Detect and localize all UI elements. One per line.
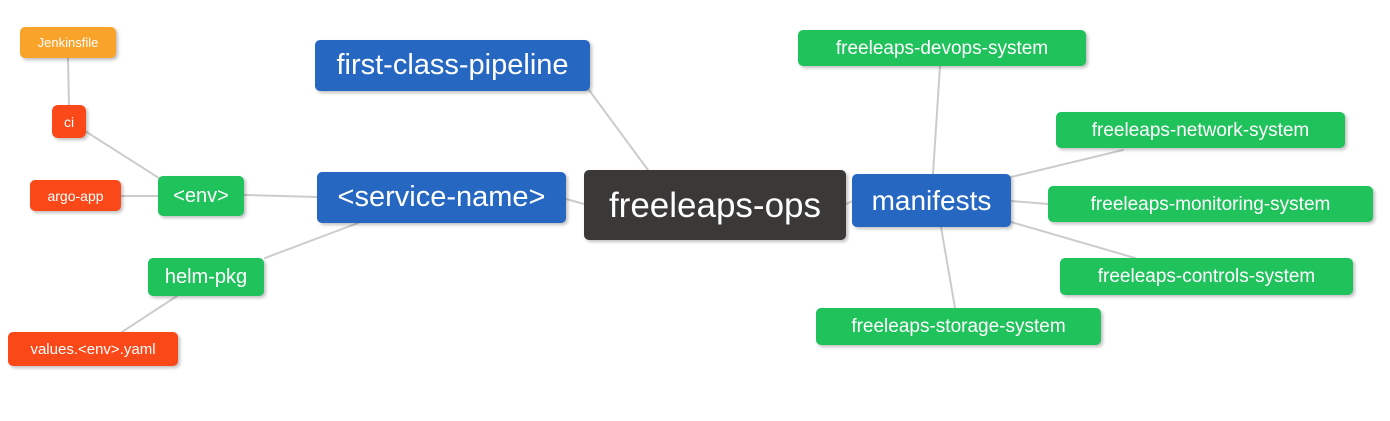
node-env[interactable]: <env>	[158, 176, 244, 216]
edge-service-helm	[264, 222, 359, 259]
edge-fcp-root	[588, 89, 649, 171]
edge-jenkinsfile-ci	[67, 57, 70, 106]
node-values-env-yaml[interactable]: values.<env>.yaml	[8, 332, 178, 366]
edge-helm-values	[121, 295, 178, 333]
node-ci[interactable]: ci	[52, 105, 86, 138]
edge-service-root	[565, 198, 585, 205]
node-freeleaps-controls-system[interactable]: freeleaps-controls-system	[1060, 258, 1353, 295]
edge-manifests-controls	[1010, 221, 1136, 259]
node-first-class-pipeline[interactable]: first-class-pipeline	[315, 40, 590, 91]
edge-manifests-monitoring	[1010, 200, 1049, 205]
node-helm-pkg[interactable]: helm-pkg	[148, 258, 264, 296]
node-freeleaps-storage-system[interactable]: freeleaps-storage-system	[816, 308, 1101, 345]
node-freeleaps-network-system[interactable]: freeleaps-network-system	[1056, 112, 1345, 148]
edge-manifests-storage	[940, 226, 956, 309]
edge-manifests-network	[1010, 149, 1124, 178]
node-freeleaps-ops-root[interactable]: freeleaps-ops	[584, 170, 846, 240]
edge-manifests-devops	[932, 65, 941, 175]
edge-env-service	[243, 194, 318, 198]
node-jenkinsfile[interactable]: Jenkinsfile	[20, 27, 116, 58]
edge-ci-env	[84, 130, 163, 181]
node-argo-app[interactable]: argo-app	[30, 180, 121, 211]
node-freeleaps-devops-system[interactable]: freeleaps-devops-system	[798, 30, 1086, 66]
node-service-name[interactable]: <service-name>	[317, 172, 566, 223]
node-freeleaps-monitoring-system[interactable]: freeleaps-monitoring-system	[1048, 186, 1373, 222]
node-manifests[interactable]: manifests	[852, 174, 1011, 227]
